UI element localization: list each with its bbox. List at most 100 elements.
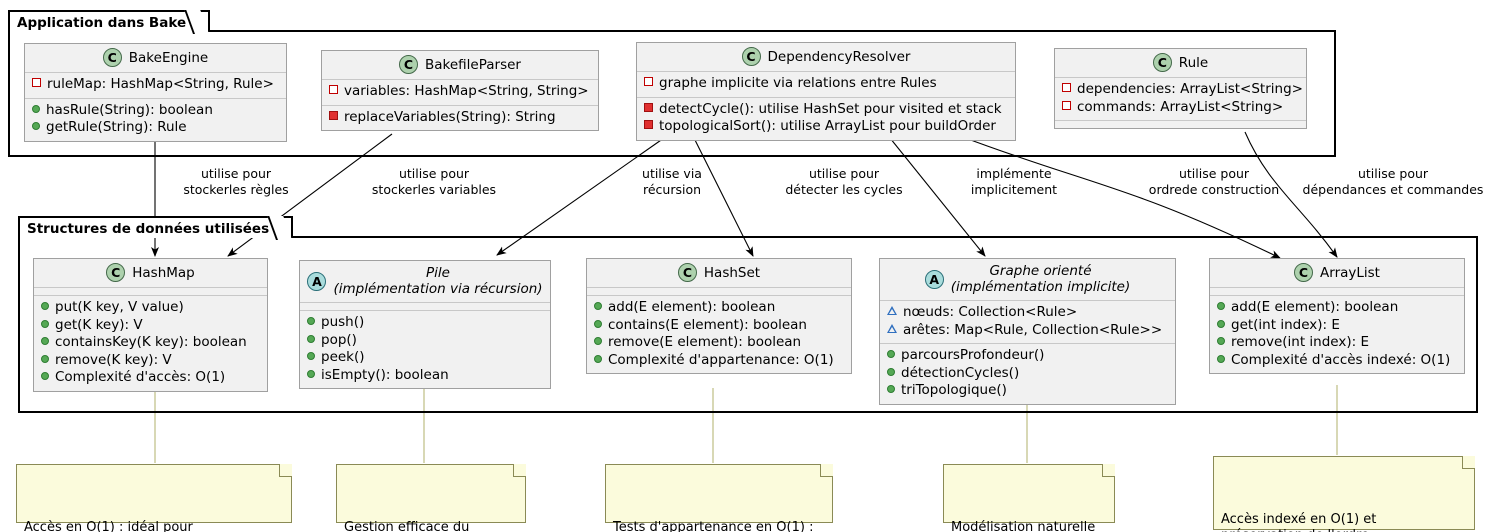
methods-compartment-empty — [1055, 121, 1306, 128]
public-method-icon — [594, 302, 602, 310]
note-fold-icon — [1462, 456, 1475, 469]
attribute-text: arêtes: Map<Rule, Collection<Rule>> — [903, 321, 1163, 338]
edge-label-store-variables: utilise pour stockerles variables — [371, 166, 497, 197]
method-row: remove(int index): E — [1217, 334, 1456, 352]
class-name-hashmap: HashMap — [132, 264, 195, 281]
edge-label-build-order: utilise pour ordrede construction — [1148, 166, 1280, 197]
class-hashset[interactable]: C HashSet add(E element): boolean contai… — [586, 258, 852, 374]
method-row: get(K key): V — [41, 317, 259, 335]
method-row: pop() — [307, 332, 542, 350]
public-method-icon — [32, 104, 40, 113]
attribute-row: variables: HashMap<String, String> — [329, 83, 590, 101]
methods-compartment: hasRule(String): boolean getRule(String)… — [25, 99, 286, 141]
method-row: remove(K key): V — [41, 352, 259, 370]
method-text: isEmpty(): boolean — [321, 366, 449, 383]
public-method-icon — [307, 369, 315, 378]
public-method-icon — [32, 122, 40, 130]
method-row: topologicalSort(): utilise ArrayList pou… — [644, 118, 1007, 136]
class-hashmap[interactable]: C HashMap put(K key, V value) get(K key)… — [33, 258, 268, 392]
method-text: Complexité d'appartenance: O(1) — [608, 351, 834, 368]
attributes-compartment: ruleMap: HashMap<String, Rule> — [25, 73, 286, 99]
class-stereotype-icon: C — [741, 47, 761, 66]
method-row: detectCycle(): utilise HashSet pour visi… — [644, 101, 1007, 119]
class-header-bakefileparser: C BakefileParser — [322, 51, 598, 80]
protected-field-icon — [887, 306, 897, 315]
method-text: detectCycle(): utilise HashSet pour visi… — [659, 100, 1002, 117]
methods-compartment: push() pop() peek() isEmpty(): boolean — [300, 311, 550, 388]
attribute-row: dependencies: ArrayList<String> — [1062, 81, 1303, 99]
class-name-text: Graphe orienté — [989, 263, 1092, 279]
attribute-text: variables: HashMap<String, String> — [344, 83, 589, 99]
class-name-arraylist: ArrayList — [1320, 264, 1380, 281]
note-text: Tests d'appartenance en O(1) : crucial p… — [613, 519, 814, 532]
attributes-compartment: dependencies: ArrayList<String> commands… — [1055, 78, 1306, 121]
class-header-pile: A Pile (implémentation via récursion) — [300, 261, 550, 303]
public-method-icon — [1217, 337, 1225, 345]
method-text: détectionCycles() — [901, 364, 1020, 381]
method-text: Complexité d'accès indexé: O(1) — [1231, 351, 1451, 368]
package-title-structures: Structures de données utilisées — [27, 221, 270, 237]
method-row: contains(E element): boolean — [594, 317, 843, 335]
class-subtitle-text: (implémentation via récursion) — [333, 281, 543, 297]
public-method-icon — [41, 372, 49, 380]
protected-field-icon — [887, 323, 897, 333]
method-text: get(int index): E — [1231, 316, 1340, 333]
public-method-icon — [41, 337, 49, 345]
method-row: containsKey(K key): boolean — [41, 334, 259, 352]
attribute-row: graphe implicite via relations entre Rul… — [644, 75, 1007, 93]
public-method-icon — [41, 319, 49, 328]
method-row: replaceVariables(String): String — [329, 109, 590, 127]
method-text: push() — [321, 314, 365, 330]
class-bakeengine[interactable]: C BakeEngine ruleMap: HashMap<String, Ru… — [24, 43, 287, 142]
method-row: Complexité d'appartenance: O(1) — [594, 352, 843, 370]
method-row: put(K key, V value) — [41, 299, 259, 317]
public-method-icon — [1217, 354, 1225, 363]
private-field-icon — [1062, 83, 1071, 92]
public-method-icon — [41, 354, 49, 363]
attribute-text: commands: ArrayList<String> — [1077, 98, 1284, 115]
method-text: topologicalSort(): utilise ArrayList pou… — [659, 118, 996, 134]
public-method-icon — [1217, 302, 1225, 310]
class-graphe-oriente[interactable]: A Graphe orienté (implémentation implici… — [879, 258, 1176, 405]
private-field-icon — [1062, 100, 1071, 110]
class-dependencyresolver[interactable]: C DependencyResolver graphe implicite vi… — [636, 42, 1016, 141]
public-method-icon — [887, 367, 895, 376]
attribute-row: nœuds: Collection<Rule> — [887, 304, 1167, 322]
attributes-compartment: nœuds: Collection<Rule> arêtes: Map<Rule… — [880, 301, 1175, 344]
class-bakefileparser[interactable]: C BakefileParser variables: HashMap<Stri… — [321, 50, 599, 131]
public-method-icon — [307, 352, 315, 360]
attributes-compartment-empty — [1210, 288, 1464, 296]
note-fold-icon — [513, 464, 526, 477]
method-row: peek() — [307, 349, 542, 367]
attribute-text: dependencies: ArrayList<String> — [1077, 81, 1303, 97]
attributes-compartment-empty — [587, 288, 851, 296]
note-text: Gestion efficace du parcours en profonde… — [344, 519, 470, 532]
method-text: hasRule(String): boolean — [46, 101, 213, 118]
method-text: remove(int index): E — [1231, 334, 1369, 350]
note-graphe: Modélisation naturelle des dépendances e… — [943, 464, 1115, 532]
class-arraylist[interactable]: C ArrayList add(E element): boolean get(… — [1209, 258, 1465, 374]
methods-compartment: add(E element): boolean get(int index): … — [1210, 296, 1464, 373]
method-text: Complexité d'accès: O(1) — [55, 369, 226, 385]
public-method-icon — [307, 317, 315, 325]
class-stereotype-icon: C — [399, 55, 418, 74]
class-rule[interactable]: C Rule dependencies: ArrayList<String> c… — [1054, 48, 1307, 129]
attribute-text: graphe implicite via relations entre Rul… — [659, 75, 937, 91]
method-text: add(E element): boolean — [608, 299, 776, 315]
method-text: parcoursProfondeur() — [901, 347, 1045, 363]
public-method-icon — [887, 350, 895, 358]
method-text: add(E element): boolean — [1231, 299, 1399, 315]
methods-compartment: add(E element): boolean contains(E eleme… — [587, 296, 851, 373]
method-text: getRule(String): Rule — [46, 119, 187, 135]
method-row: isEmpty(): boolean — [307, 367, 542, 385]
method-row: remove(E element): boolean — [594, 334, 843, 352]
method-text: remove(K key): V — [55, 351, 172, 368]
private-method-icon — [329, 110, 338, 120]
note-fold-icon — [820, 464, 833, 477]
private-field-icon — [329, 85, 338, 94]
package-application-dans-bake: Application dans Bake — [8, 10, 1336, 157]
class-pile[interactable]: A Pile (implémentation via récursion) pu… — [299, 260, 551, 389]
method-row: triTopologique() — [887, 382, 1167, 400]
method-row: hasRule(String): boolean — [32, 102, 278, 120]
edge-label-store-rules: utilise pour stockerles règles — [183, 166, 289, 197]
